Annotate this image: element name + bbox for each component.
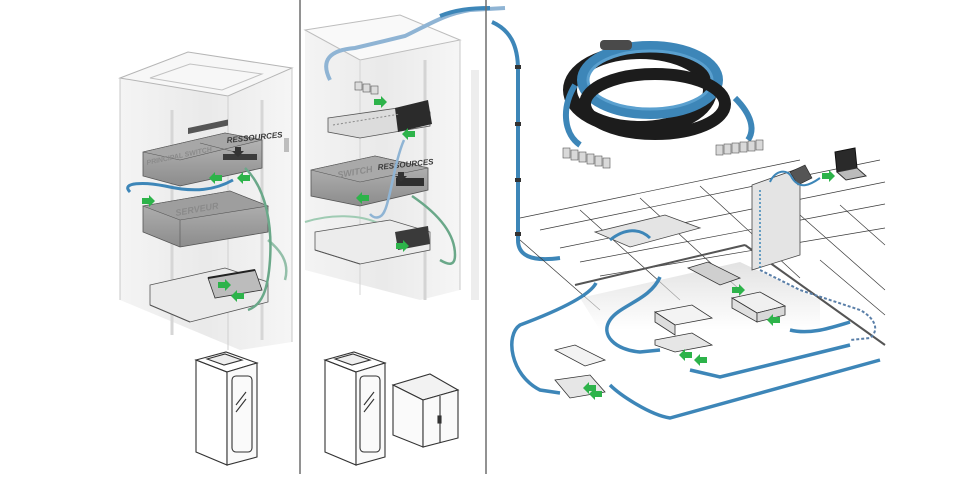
server-unit: SERVEUR: [141, 190, 270, 248]
laptop-icon: [834, 147, 868, 181]
consolidation-box: [730, 291, 787, 323]
underfloor-dashed-cable: [759, 269, 877, 341]
green-arrow-icon: [694, 354, 707, 366]
rack-cabinet-thumbnail: [323, 351, 387, 466]
green-patch-cable: [304, 215, 381, 225]
panel-secondary-rack: SWITCH RESSOURCES: [303, 6, 506, 466]
low-cabinet-thumbnail: [391, 373, 460, 448]
desk-partition: [751, 167, 801, 271]
cable-clips: [515, 65, 521, 236]
rack-cabinet-thumbnail: [194, 351, 259, 466]
green-patch-cable: [411, 194, 457, 265]
trunk-cable-coil: [562, 40, 764, 169]
patch-box: [653, 304, 714, 353]
blue-patch-cable: [126, 178, 234, 194]
green-patch-cable: [244, 167, 272, 312]
panel-main-rack: PRINCIPAL SWITCH RESSOURCES SERVEUR: [118, 51, 294, 466]
trunk-cable-vertical: [491, 20, 561, 261]
cable-tray: [593, 214, 702, 248]
rj45-connectors-left: [562, 147, 611, 169]
floor-box: [686, 261, 742, 286]
floor-cables: [510, 276, 881, 420]
rj45-connectors-right: [715, 139, 764, 156]
patch-tray-main: [149, 267, 269, 323]
principal-switch-unit: PRINCIPAL SWITCH RESSOURCES: [142, 119, 284, 187]
outlet-box: [553, 344, 607, 399]
rj45-connectors: [354, 81, 379, 95]
blue-patch-cable: [369, 139, 406, 219]
down-arrow-icon: [232, 147, 244, 157]
down-arrow-icon: [395, 172, 407, 182]
patch-panel-unit: [327, 100, 432, 139]
switch-unit: SWITCH RESSOURCES: [310, 155, 435, 207]
panel-floor-distribution: [491, 20, 886, 420]
